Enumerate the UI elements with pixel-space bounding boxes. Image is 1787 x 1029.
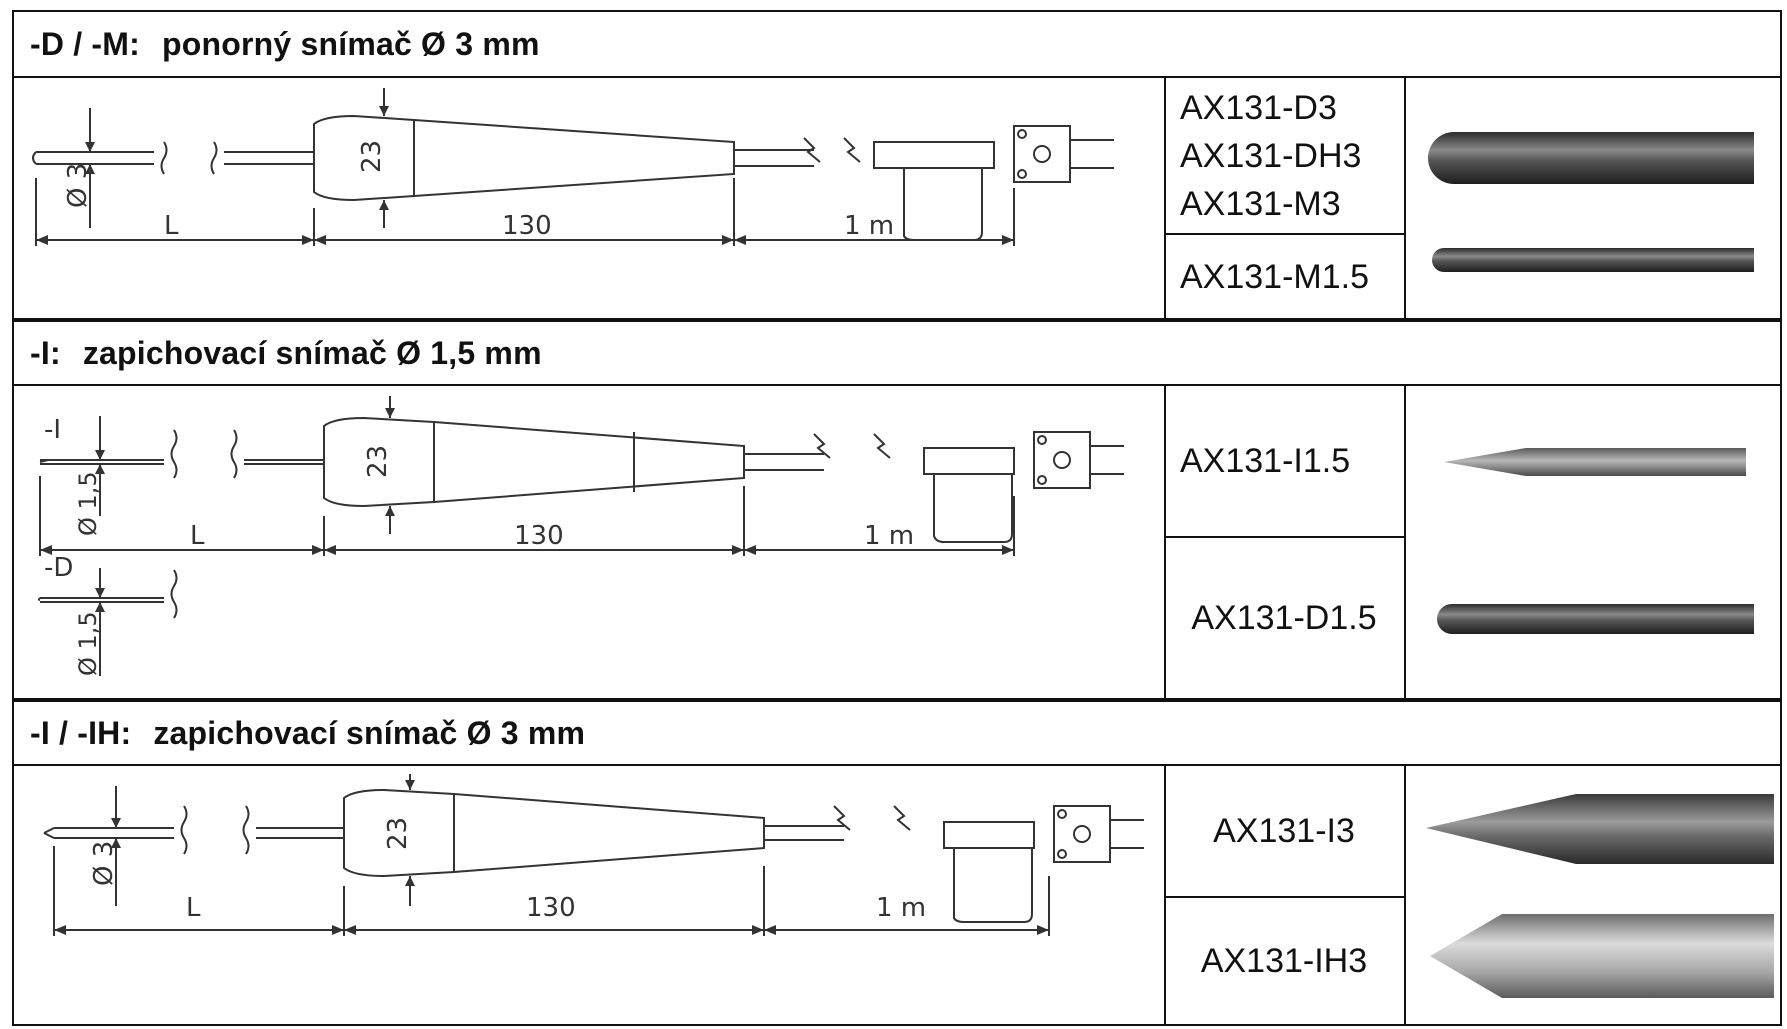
row-divider bbox=[1164, 536, 1404, 538]
tip-round-thin-photo bbox=[1432, 248, 1754, 272]
diameter-label: Ø 1,5 bbox=[74, 471, 102, 536]
tip-photos-svg bbox=[1428, 132, 1754, 272]
model-name: AX131-I3 bbox=[1213, 812, 1355, 850]
cable-length-label: 1 m bbox=[864, 521, 914, 551]
grip-length-label: 130 bbox=[514, 521, 564, 551]
diameter-label: Ø 3 bbox=[63, 163, 93, 208]
model-name: AX131-D3 bbox=[1180, 88, 1337, 127]
section-row-i15: -I -D Ø 1,5 Ø 1,5 23 L 130 1 m AX131-I1.… bbox=[12, 384, 1782, 700]
tip-cone-short-photo bbox=[1430, 914, 1774, 998]
tip-photos-svg bbox=[1437, 448, 1754, 634]
section-code: -D / -M: bbox=[30, 25, 141, 62]
model-name: AX131-I1.5 bbox=[1180, 442, 1351, 480]
section-title: zapichovací snímač Ø 1,5 mm bbox=[82, 334, 542, 371]
diameter-label: Ø 3 bbox=[89, 841, 119, 886]
grip-length-label: 130 bbox=[502, 211, 552, 241]
model-name: AX131-M3 bbox=[1180, 184, 1341, 223]
model-group: AX131-I3 bbox=[1164, 766, 1404, 896]
grip-label: 23 bbox=[357, 140, 387, 173]
section-code: -I / -IH: bbox=[30, 714, 132, 751]
section-header-iih: -I / -IH: zapichovací snímač Ø 3 mm bbox=[12, 700, 1782, 764]
model-names: AX131-I3 AX131-IH3 bbox=[1164, 766, 1406, 1024]
model-group: AX131-D1.5 bbox=[1164, 538, 1404, 698]
variant-i-label: -I bbox=[44, 415, 61, 445]
length-label: L bbox=[190, 521, 205, 551]
model-group: AX131-M1.5 bbox=[1164, 235, 1404, 318]
model-name: AX131-IH3 bbox=[1200, 942, 1368, 980]
probe-drawing-svg: -I -D Ø 1,5 Ø 1,5 23 L 130 1 m bbox=[38, 396, 1124, 676]
model-group: AX131-IH3 bbox=[1164, 898, 1404, 1024]
probe-drawing-svg: Ø 3 23 L 130 1 m bbox=[32, 88, 1114, 246]
probe-drawing: -I -D Ø 1,5 Ø 1,5 23 L 130 1 m bbox=[14, 386, 1166, 698]
grip-length-label: 130 bbox=[526, 893, 576, 923]
length-label: L bbox=[164, 211, 179, 241]
row-divider bbox=[1164, 233, 1404, 235]
tip-photos bbox=[1406, 766, 1780, 1024]
model-name: AX131-DH3 bbox=[1180, 136, 1362, 175]
tip-photos-svg bbox=[1426, 794, 1774, 998]
grip-label: 23 bbox=[383, 817, 413, 850]
diameter-label: Ø 1,5 bbox=[74, 611, 102, 676]
model-group: AX131-I1.5 bbox=[1164, 386, 1404, 536]
model-names: AX131-D3 AX131-DH3 AX131-M3 AX131-M1.5 bbox=[1164, 78, 1406, 318]
tip-photos bbox=[1406, 78, 1780, 318]
variant-d-label: -D bbox=[44, 553, 73, 583]
section-code: -I: bbox=[30, 334, 61, 371]
tip-round-photo bbox=[1437, 604, 1754, 634]
section-header-dm: -D / -M: ponorný snímač Ø 3 mm bbox=[12, 10, 1782, 76]
section-header-i15: -I: zapichovací snímač Ø 1,5 mm bbox=[12, 320, 1782, 384]
model-group: AX131-D3 AX131-DH3 AX131-M3 bbox=[1164, 78, 1404, 233]
section-row-iih: Ø 3 23 L 130 1 m AX131-I3 AX131-IH3 bbox=[12, 764, 1782, 1026]
section-row-dm: Ø 3 23 L 130 1 m AX131-D3 AX131-DH3 AX13… bbox=[12, 76, 1782, 320]
tip-photos bbox=[1406, 386, 1780, 698]
cable-length-label: 1 m bbox=[844, 211, 894, 241]
tip-cone-photo bbox=[1426, 794, 1774, 864]
section-title: zapichovací snímač Ø 3 mm bbox=[153, 714, 586, 751]
model-name: AX131-D1.5 bbox=[1191, 599, 1377, 637]
probe-drawing: Ø 3 23 L 130 1 m bbox=[14, 766, 1166, 1024]
probe-drawing: Ø 3 23 L 130 1 m bbox=[14, 78, 1166, 318]
model-names: AX131-I1.5 AX131-D1.5 bbox=[1164, 386, 1406, 698]
tip-needle-photo bbox=[1444, 448, 1746, 476]
grip-label: 23 bbox=[363, 445, 393, 478]
length-label: L bbox=[186, 893, 201, 923]
row-divider bbox=[1164, 896, 1404, 898]
probe-drawing-svg: Ø 3 23 L 130 1 m bbox=[43, 774, 1144, 936]
model-name: AX131-M1.5 bbox=[1180, 257, 1369, 296]
cable-length-label: 1 m bbox=[876, 893, 926, 923]
tip-round-photo bbox=[1428, 132, 1754, 184]
section-title: ponorný snímač Ø 3 mm bbox=[162, 25, 540, 62]
